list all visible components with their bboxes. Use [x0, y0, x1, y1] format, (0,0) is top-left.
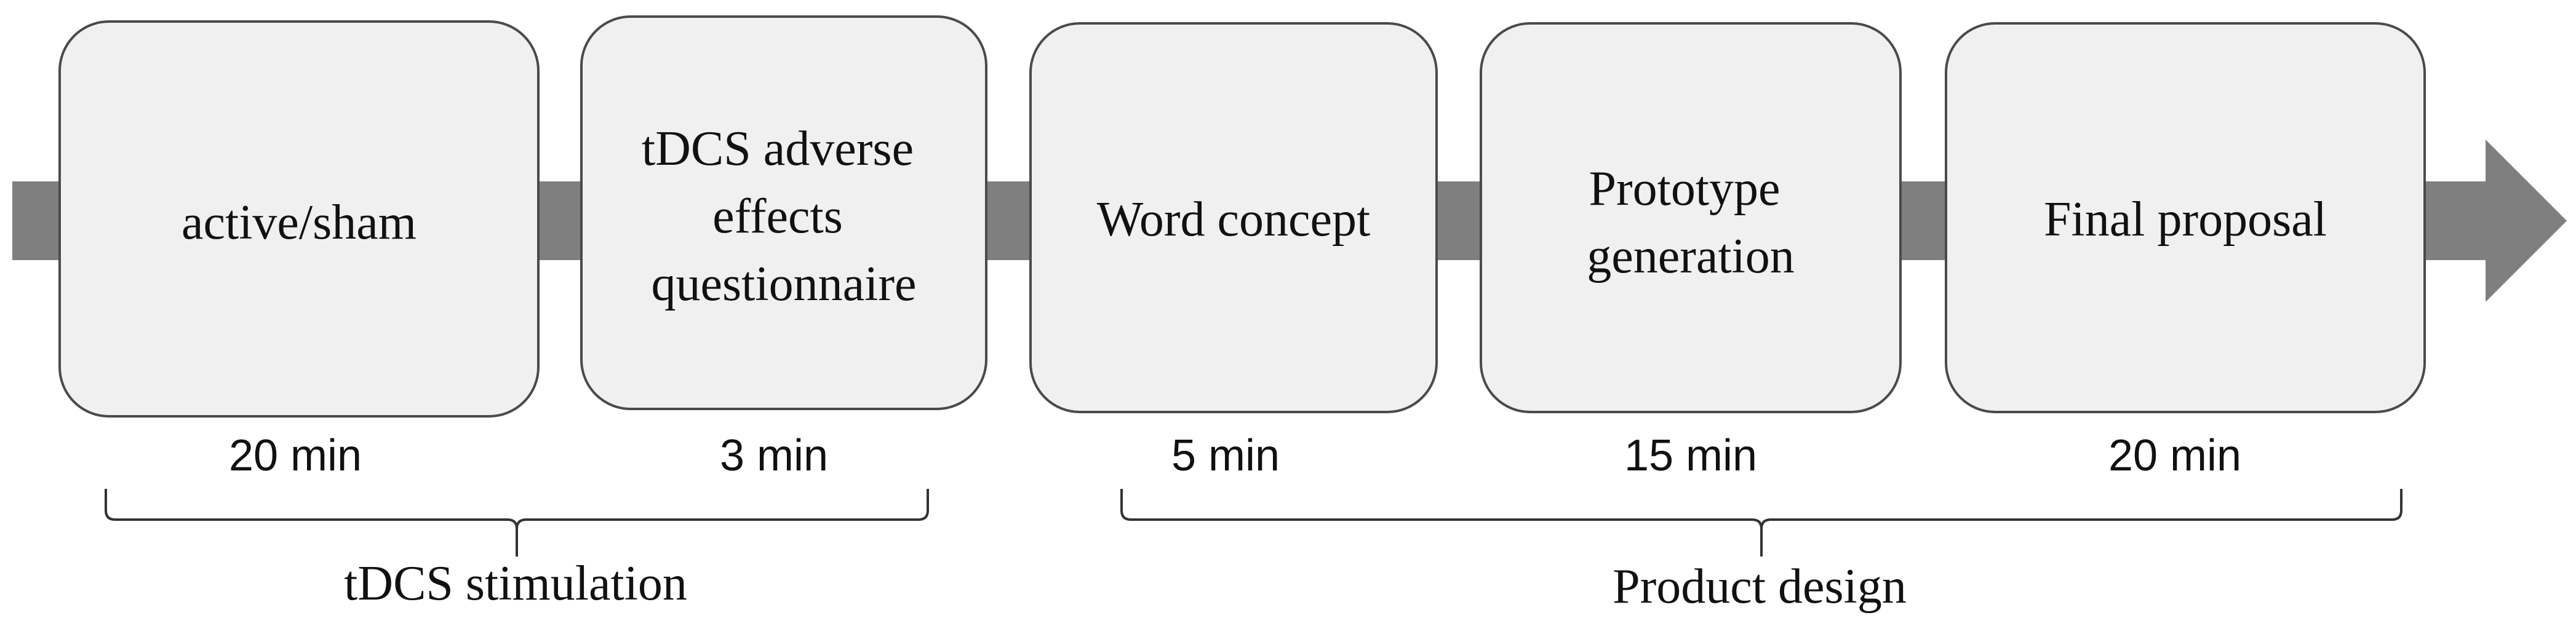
- step-final-proposal: Final proposal 20 min: [1945, 22, 2426, 480]
- step-box: [1945, 22, 2426, 413]
- step-duration: 3 min: [720, 431, 828, 480]
- step-label: Prototype generation: [1587, 162, 1795, 283]
- step-adverse-effects-questionnaire: tDCS adverse effects questionnaire 3 min: [580, 15, 987, 480]
- group-bracket: [105, 489, 929, 557]
- group-label: Product design: [1613, 560, 1907, 614]
- step-box: [1480, 22, 1902, 413]
- group-tdcs-stimulation: tDCS stimulation: [105, 489, 929, 611]
- arrow-head: [2486, 140, 2567, 302]
- step-label: Word concept: [1097, 192, 1371, 247]
- step-label: Final proposal: [2044, 192, 2327, 247]
- step-duration: 20 min: [2108, 431, 2241, 480]
- step-duration: 20 min: [229, 431, 362, 480]
- step-prototype-generation: Prototype generation 15 min: [1480, 22, 1902, 480]
- step-label: active/sham: [181, 196, 417, 250]
- group-bracket: [1120, 489, 2403, 557]
- step-word-concept: Word concept 5 min: [1029, 22, 1438, 480]
- group-product-design: Product design: [1120, 489, 2403, 614]
- step-box: [580, 15, 987, 410]
- step-active-sham: active/sham 20 min: [58, 20, 540, 480]
- step-box: [58, 20, 540, 418]
- step-box: [1029, 22, 1438, 413]
- step-duration: 5 min: [1171, 431, 1280, 480]
- step-duration: 15 min: [1624, 431, 1757, 480]
- group-label: tDCS stimulation: [344, 557, 687, 611]
- step-label: tDCS adverse effects questionnaire: [642, 122, 926, 311]
